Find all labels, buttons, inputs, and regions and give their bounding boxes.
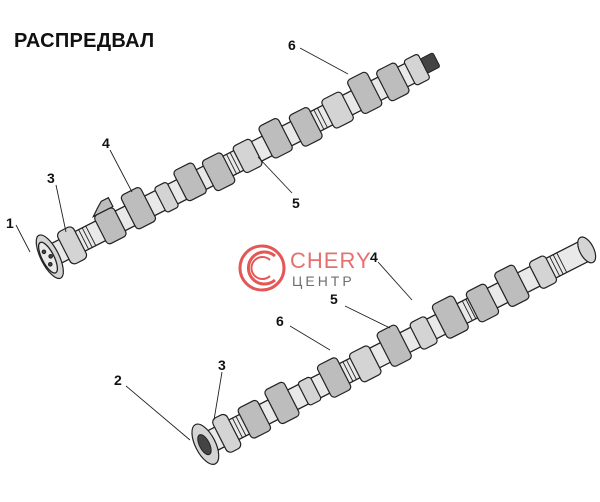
callout-4-upper: 4 [102,135,110,151]
callout-5-upper: 5 [292,195,300,211]
callout-3-lower: 3 [218,357,226,373]
upper-camshaft [35,52,440,280]
lower-callouts: 2 3 6 5 4 [114,249,413,441]
callout-6-upper: 6 [288,37,296,53]
watermark-brand: CHERY [290,248,372,273]
lower-camshaft [191,236,597,465]
watermark-subtitle: ЦЕНТР [292,273,355,289]
callout-3-upper: 3 [47,170,55,186]
page-title: РАСПРЕДВАЛ [14,30,155,52]
watermark-logo-icon [238,244,286,292]
callout-1: 1 [6,215,14,231]
callout-2: 2 [114,372,122,388]
callout-4-lower: 4 [370,249,378,265]
watermark: CHERY ЦЕНТР [238,244,372,292]
callout-6-lower: 6 [276,313,284,329]
callout-5-lower: 5 [330,291,338,307]
upper-callouts: 1 3 4 5 6 [6,37,349,253]
